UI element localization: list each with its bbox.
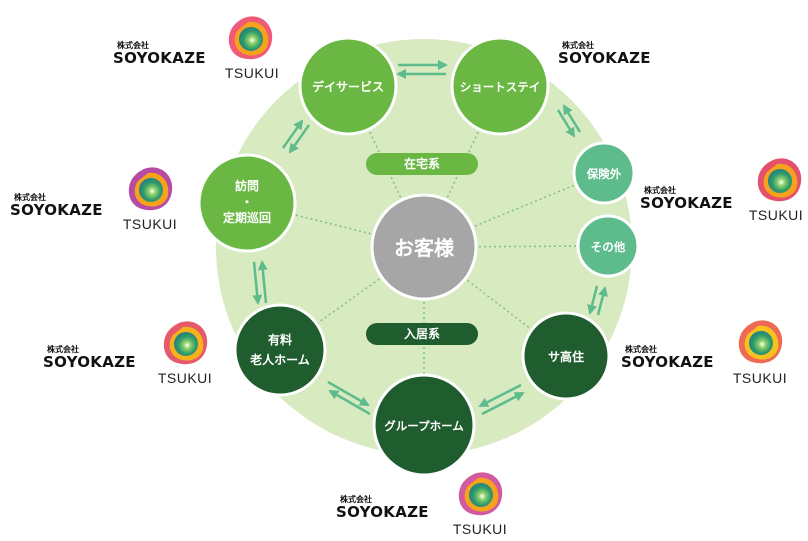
soyokaze-brand-left: 株式会社 SOYOKAZE xyxy=(10,193,103,218)
arrow-sakoju-to-group xyxy=(478,383,522,408)
uninsured-node xyxy=(572,141,636,205)
arrow-short-to-uninsured xyxy=(556,109,576,138)
home-care-pill xyxy=(366,153,478,175)
arrow-day-to-visit xyxy=(288,124,311,154)
arrow-paid-to-group xyxy=(327,380,370,407)
tsukui-logo-text: TSUKUI xyxy=(120,216,180,232)
day-service-node xyxy=(298,36,398,136)
tsukui-logo-mark xyxy=(228,16,273,60)
home-visit-label-line1: 訪問 xyxy=(235,178,259,193)
tsukui-logo-mark xyxy=(757,158,802,202)
arrow-visit-to-day xyxy=(281,119,304,149)
short-stay-label: ショートステイ xyxy=(460,80,541,94)
tsukui-wordmark: TSUKUI xyxy=(157,370,213,386)
short-stay-node xyxy=(450,36,550,136)
brand-name: SOYOKAZE xyxy=(621,353,714,371)
arrow-other-to-sakoju xyxy=(587,285,599,315)
company-type: 株式会社 xyxy=(644,186,676,195)
tsukui-logo-mark xyxy=(738,320,783,364)
soyokaze-brand-top-left: 株式会社 SOYOKAZE xyxy=(113,41,206,66)
arrow-visit-to-paid xyxy=(252,261,263,305)
home-care-label: 在宅系 xyxy=(404,156,440,171)
soyokaze-brand-bottom: 株式会社 SOYOKAZE xyxy=(336,495,429,520)
sakoju-label: サ高住 xyxy=(548,349,584,364)
sakoju-node xyxy=(521,311,611,401)
group-home-label: グループホーム xyxy=(384,419,464,433)
tsukui-logo-text: TSUKUI xyxy=(746,207,806,223)
company-type: 株式会社 xyxy=(47,345,79,354)
tsukui-logo-text: TSUKUI xyxy=(730,370,790,386)
uninsured-label: 保険外 xyxy=(586,167,622,181)
company-type: 株式会社 xyxy=(14,193,46,202)
tsukui-logo-mark xyxy=(163,321,208,365)
customer-center-label: お客様 xyxy=(394,236,455,260)
company-type: 株式会社 xyxy=(562,41,594,50)
brand-name: SOYOKAZE xyxy=(113,49,206,67)
tsukui-logo-mark xyxy=(458,472,503,516)
tsukui-wordmark: TSUKUI xyxy=(452,521,508,537)
brand-name: SOYOKAZE xyxy=(336,503,429,521)
soyokaze-brand-right: 株式会社 SOYOKAZE xyxy=(640,186,733,211)
tsukui-logo-text: TSUKUI xyxy=(155,370,215,386)
company-type: 株式会社 xyxy=(340,495,372,504)
day-service-label: デイサービス xyxy=(312,79,384,94)
brand-name: SOYOKAZE xyxy=(43,353,136,371)
brand-name: SOYOKAZE xyxy=(10,201,103,219)
other-label: その他 xyxy=(591,240,626,254)
tsukui-wordmark: TSUKUI xyxy=(732,370,788,386)
customer-center-node xyxy=(370,193,478,301)
residential-pill xyxy=(366,323,478,345)
company-type: 株式会社 xyxy=(117,41,149,50)
home-visit-label-line2: ・ xyxy=(241,195,253,209)
home-visit-label-line3: 定期巡回 xyxy=(223,210,271,225)
tsukui-logo-text: TSUKUI xyxy=(222,65,282,81)
tsukui-wordmark: TSUKUI xyxy=(224,65,280,81)
tsukui-wordmark: TSUKUI xyxy=(748,207,804,223)
tsukui-wordmark: TSUKUI xyxy=(122,216,178,232)
tsukui-logo-mark xyxy=(128,167,173,211)
brand-name: SOYOKAZE xyxy=(640,194,733,212)
other-node xyxy=(576,214,640,278)
arrow-paid-to-visit xyxy=(257,260,268,304)
arrow-group-to-paid xyxy=(328,389,371,416)
residential-label: 入居系 xyxy=(404,326,440,341)
soyokaze-brand-bottom-left: 株式会社 SOYOKAZE xyxy=(43,345,136,370)
arrow-uninsured-to-short xyxy=(562,104,582,133)
home-visit-node xyxy=(197,153,297,253)
flow-arrows xyxy=(252,60,608,416)
company-type: 株式会社 xyxy=(625,345,657,354)
paid-home-label-line1: 有料 xyxy=(268,332,292,347)
tsukui-logo-text: TSUKUI xyxy=(450,521,510,537)
paid-home-node xyxy=(233,303,327,397)
soyokaze-brand-top-right: 株式会社 SOYOKAZE xyxy=(558,41,651,66)
paid-home-label-line2: 老人ホーム xyxy=(250,352,310,367)
soyokaze-brand-bottom-right: 株式会社 SOYOKAZE xyxy=(621,345,714,370)
brand-name: SOYOKAZE xyxy=(558,49,651,67)
arrow-group-to-sakoju xyxy=(481,391,525,416)
arrow-sakoju-to-other xyxy=(596,286,608,316)
group-home-node xyxy=(372,373,476,477)
